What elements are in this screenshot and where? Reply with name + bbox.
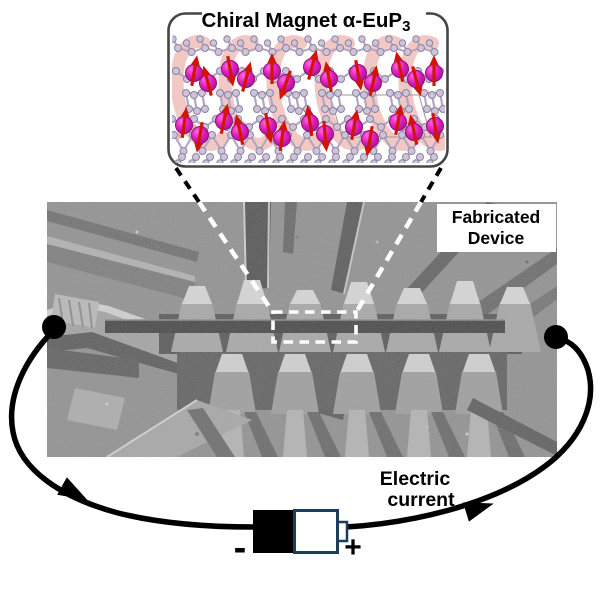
battery-minus-label: - <box>234 527 247 569</box>
europium-atoms-with-spins <box>175 49 444 157</box>
inset-title-main: Chiral Magnet α-EuP <box>202 9 403 32</box>
connector-right-white <box>355 200 423 313</box>
battery-plus-label: + <box>344 531 362 564</box>
fabricated-device-line2: Device <box>468 228 525 248</box>
circuit-wire-left <box>8 327 256 530</box>
fabricated-device-line1: Fabricated <box>452 207 541 227</box>
chiral-magnet-inset: Chiral Magnet α-EuP3 <box>167 5 449 168</box>
battery-negative-half <box>253 510 295 553</box>
fabricated-device-label: Fabricated Device <box>437 204 556 252</box>
electric-current-label: Electric current <box>380 468 455 511</box>
connector-left-white <box>197 200 274 313</box>
battery: - + <box>234 509 362 569</box>
inset-title-mask <box>202 5 426 30</box>
inset-title: Chiral Magnet α-EuP3 <box>202 9 411 35</box>
inset-connector-lines <box>174 166 443 313</box>
battery-positive-half <box>293 509 339 554</box>
connector-right-black <box>419 166 443 204</box>
electric-current-line1: Electric <box>380 468 451 490</box>
terminal-dot-right <box>544 325 568 349</box>
current-arrowhead-left <box>57 477 88 501</box>
current-arrowhead-right <box>463 502 494 522</box>
connector-left-black <box>174 166 201 204</box>
inset-title-subscript: 3 <box>402 18 410 35</box>
electric-current-line2: current <box>387 489 455 511</box>
crystal-structure-figure <box>172 35 445 163</box>
sample-roi-dashed-rectangle <box>271 310 358 344</box>
terminal-dot-left <box>42 315 66 339</box>
fabricated-device-label-bg <box>437 204 556 252</box>
circuit-wire-right <box>343 335 594 530</box>
circuit-diagram: - + Electric current <box>8 315 594 569</box>
